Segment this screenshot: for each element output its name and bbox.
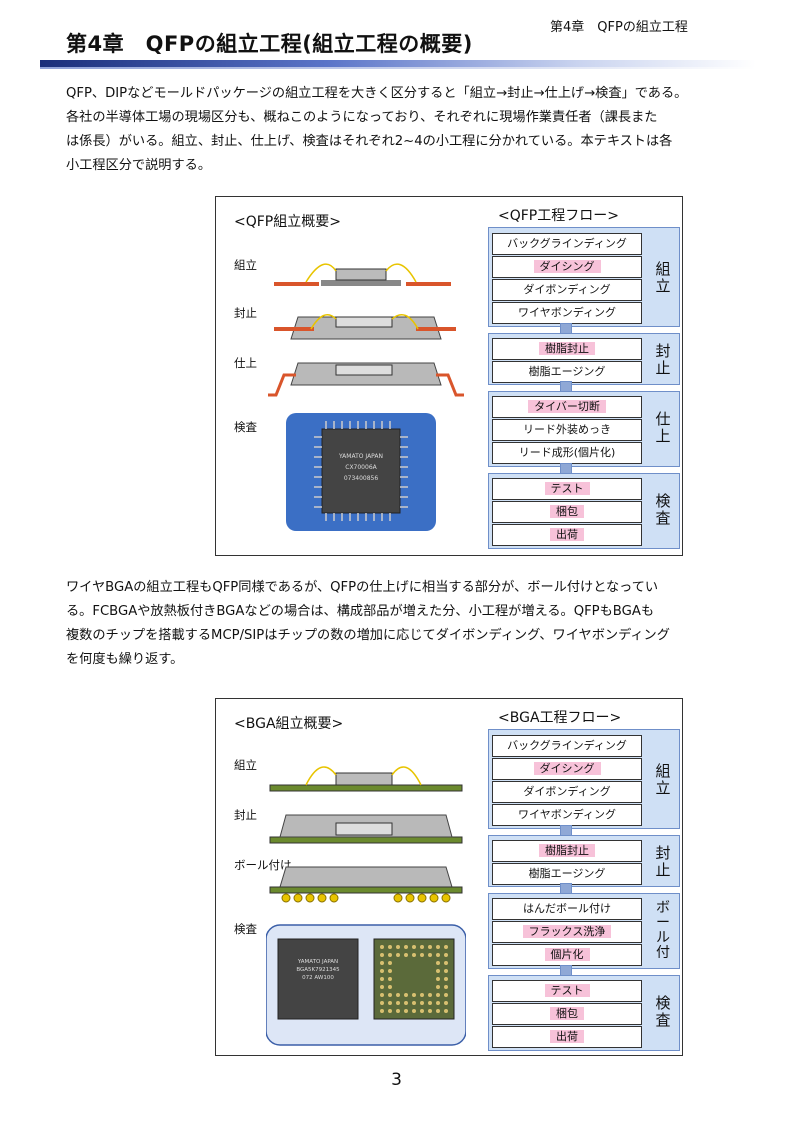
bga-ball-attach-illustration bbox=[269, 866, 463, 903]
qfp-chip-text: CX70006A bbox=[345, 464, 377, 471]
bga-step: ダイボンディング bbox=[492, 781, 642, 803]
title-underline bbox=[40, 60, 756, 67]
intro-line: QFP、DIPなどモールドパッケージの組立工程を大きく区分すると「組立→封止→仕… bbox=[66, 86, 688, 101]
qfp-group-label: 封止 bbox=[655, 342, 671, 377]
qfp-step: リード成形(個片化) bbox=[492, 442, 642, 464]
qfp-chip-text: 073400856 bbox=[344, 475, 379, 482]
bga-group-inspection: テスト 梱包 出荷 検査 bbox=[488, 975, 680, 1051]
page-title: 第4章 QFPの組立工程(組立工程の概要) bbox=[66, 32, 473, 56]
qfp-sealing-illustration bbox=[274, 314, 456, 340]
intro-line: 各社の半導体工場の現場区分も、概ねこのようになっており、それぞれに現場作業責任者… bbox=[66, 110, 658, 125]
qfp-step: 樹脂封止 bbox=[492, 338, 642, 360]
intro-line: 小工程区分で説明する。 bbox=[66, 158, 212, 173]
intro-paragraph: QFP、DIPなどモールドパッケージの組立工程を大きく区分すると「組立→封止→仕… bbox=[66, 82, 746, 178]
qfp-assembly-diagram: YAMATO JAPAN CX70006A 073400856 bbox=[268, 263, 464, 531]
bga-flow-title: <BGA工程フロー> bbox=[498, 710, 622, 726]
qfp-figure-panel: <QFP組立概要> <QFP工程フロー> 組立 封止 仕上 検査 bbox=[215, 196, 683, 556]
qfp-group-label: 仕上 bbox=[655, 410, 671, 445]
bga-step: 出荷 bbox=[492, 1026, 642, 1048]
bga-line: ワイヤBGAの組立工程もQFP同様であるが、QFPの仕上げに相当する部分が、ボー… bbox=[66, 580, 659, 595]
bga-chip-text: 072 AW100 bbox=[302, 975, 334, 981]
bga-assembly-illustration bbox=[269, 766, 463, 792]
bga-step: テスト bbox=[492, 980, 642, 1002]
qfp-step: バックグラインディング bbox=[492, 233, 642, 255]
qfp-stage-label: 検査 bbox=[234, 420, 257, 434]
bga-chip-illustration: YAMATO JAPAN BGA5K7921345 072 AW100 bbox=[266, 924, 466, 1046]
qfp-group-label: 検査 bbox=[655, 492, 671, 527]
bga-line: 複数のチップを搭載するMCP/SIPはチップの数の増加に応じてダイボンディング、… bbox=[66, 628, 670, 643]
bga-stage-label: 組立 bbox=[234, 758, 257, 772]
qfp-finishing-illustration bbox=[268, 362, 464, 397]
bga-chip-text: BGA5K7921345 bbox=[296, 967, 340, 973]
qfp-step: ダイシング bbox=[492, 256, 642, 278]
bga-step: 個片化 bbox=[492, 944, 642, 966]
bga-step: 梱包 bbox=[492, 1003, 642, 1025]
bga-overview-title: <BGA組立概要> bbox=[234, 716, 344, 732]
bga-stage-label: 封止 bbox=[234, 808, 257, 822]
bga-group-label: 検査 bbox=[655, 994, 671, 1029]
page-number: 3 bbox=[391, 1070, 402, 1090]
qfp-group-label: 組立 bbox=[655, 260, 671, 295]
bga-group-sealing: 樹脂封止 樹脂エージング 封止 bbox=[488, 835, 680, 887]
title-underline-shadow bbox=[40, 67, 756, 69]
qfp-group-inspection: テスト 梱包 出荷 検査 bbox=[488, 473, 680, 549]
bga-group-label: 組立 bbox=[655, 762, 671, 797]
bga-step: 樹脂封止 bbox=[492, 840, 642, 862]
bga-line: る。FCBGAや放熱板付きBGAなどの場合は、構成部品が増えた分、小工程が増える… bbox=[66, 604, 655, 619]
bga-process-flow: バックグラインディング ダイシング ダイボンディング ワイヤボンディング 組立 … bbox=[488, 729, 680, 1051]
qfp-step: リード外装めっき bbox=[492, 419, 642, 441]
bga-step: バックグラインディング bbox=[492, 735, 642, 757]
bga-step: フラックス洗浄 bbox=[492, 921, 642, 943]
qfp-stage-label: 封止 bbox=[234, 306, 257, 320]
bga-group-assembly: バックグラインディング ダイシング ダイボンディング ワイヤボンディング 組立 bbox=[488, 729, 680, 829]
qfp-step: 樹脂エージング bbox=[492, 361, 642, 383]
bga-line: を何度も繰り返す。 bbox=[66, 652, 184, 667]
bga-step: ワイヤボンディング bbox=[492, 804, 642, 826]
qfp-group-sealing: 樹脂封止 樹脂エージング 封止 bbox=[488, 333, 680, 385]
bga-step: はんだボール付け bbox=[492, 898, 642, 920]
qfp-overview-title: <QFP組立概要> bbox=[234, 214, 341, 230]
qfp-process-flow: バックグラインディング ダイシング ダイボンディング ワイヤボンディング 組立 … bbox=[488, 227, 680, 549]
bga-figure-panel: <BGA組立概要> <BGA工程フロー> 組立 封止 ボール付け 検査 bbox=[215, 698, 683, 1056]
qfp-step: タイバー切断 bbox=[492, 396, 642, 418]
bga-chip-text: YAMATO JAPAN bbox=[297, 959, 338, 965]
qfp-chip-illustration: YAMATO JAPAN CX70006A 073400856 bbox=[286, 413, 436, 531]
bga-paragraph: ワイヤBGAの組立工程もQFP同様であるが、QFPの仕上げに相当する部分が、ボー… bbox=[66, 576, 746, 672]
bga-step: 樹脂エージング bbox=[492, 863, 642, 885]
bga-assembly-diagram: YAMATO JAPAN BGA5K7921345 072 AW100 bbox=[266, 766, 466, 1046]
qfp-flow-title: <QFP工程フロー> bbox=[498, 208, 619, 224]
bga-sealing-illustration bbox=[269, 814, 463, 844]
intro-line: は係長）がいる。組立、封止、仕上げ、検査はそれぞれ2~4の小工程に分かれている。… bbox=[66, 134, 673, 149]
bga-group-label: 封止 bbox=[655, 844, 671, 879]
qfp-step: 出荷 bbox=[492, 524, 642, 546]
bga-step: ダイシング bbox=[492, 758, 642, 780]
qfp-group-assembly: バックグラインディング ダイシング ダイボンディング ワイヤボンディング 組立 bbox=[488, 227, 680, 327]
qfp-group-finishing: タイバー切断 リード外装めっき リード成形(個片化) 仕上 bbox=[488, 391, 680, 467]
qfp-step: ワイヤボンディング bbox=[492, 302, 642, 324]
qfp-assembly-illustration bbox=[274, 263, 451, 286]
qfp-step: 梱包 bbox=[492, 501, 642, 523]
bga-group-ball-attach: はんだボール付け フラックス洗浄 個片化 ボール付 bbox=[488, 893, 680, 969]
running-header: 第4章 QFPの組立工程 bbox=[550, 20, 688, 35]
qfp-chip-text: YAMATO JAPAN bbox=[338, 453, 383, 460]
qfp-step: テスト bbox=[492, 478, 642, 500]
qfp-step: ダイボンディング bbox=[492, 279, 642, 301]
bga-group-label: ボール付 bbox=[656, 900, 670, 961]
bga-stage-label: ボール付け bbox=[234, 858, 292, 872]
bga-stage-label: 検査 bbox=[234, 922, 257, 936]
qfp-stage-label: 仕上 bbox=[234, 356, 257, 370]
qfp-stage-label: 組立 bbox=[234, 258, 257, 272]
